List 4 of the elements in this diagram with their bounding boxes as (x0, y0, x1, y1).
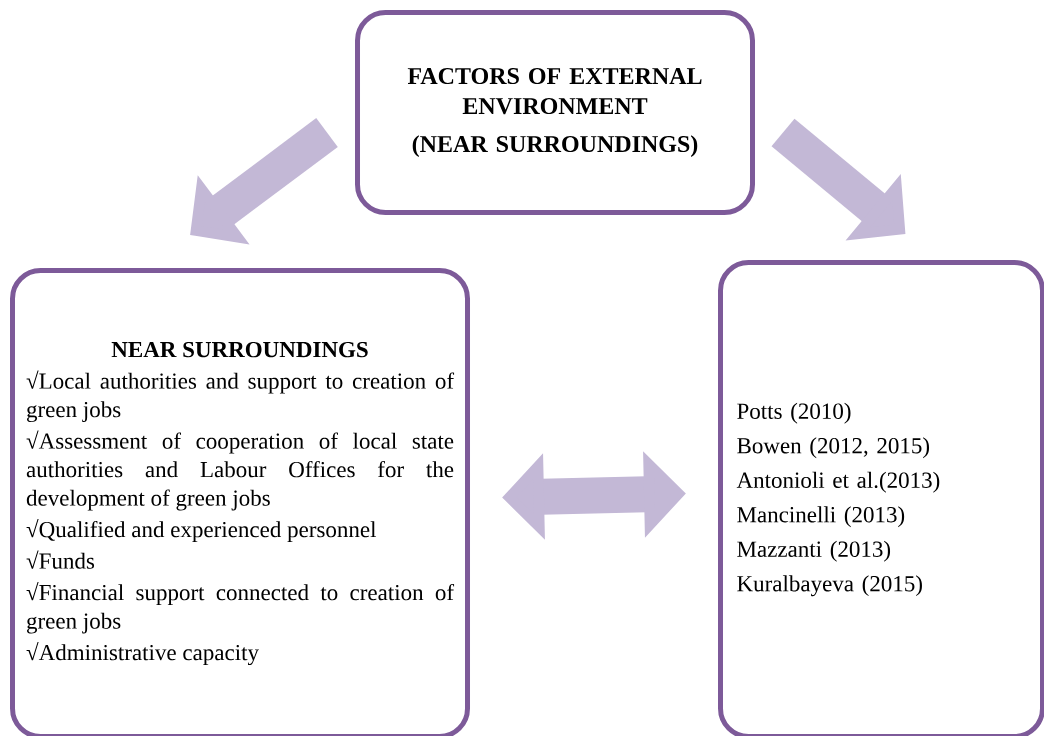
block-arrow (190, 118, 338, 245)
reference-box: Potts (2010) Bowen (2012, 2015) Antonioli et al.(2013) Mancinelli (2013) Mazzanti (2013) Kuralbayeva (2015) (718, 260, 1044, 736)
list-box: NEAR SURROUNDINGS √Local authorities and support to creation of green jobs √Assessment of cooperation of local state authorities and Labour Offices for the development of green jobs √Qualified and experienced personnel √Funds √Financial support connected to creation of green jobs √Administrative capacity (10, 268, 470, 736)
title-box: FACTORS OF EXTERNAL ENVIRONMENT (NEAR SURROUNDINGS) (355, 10, 755, 215)
